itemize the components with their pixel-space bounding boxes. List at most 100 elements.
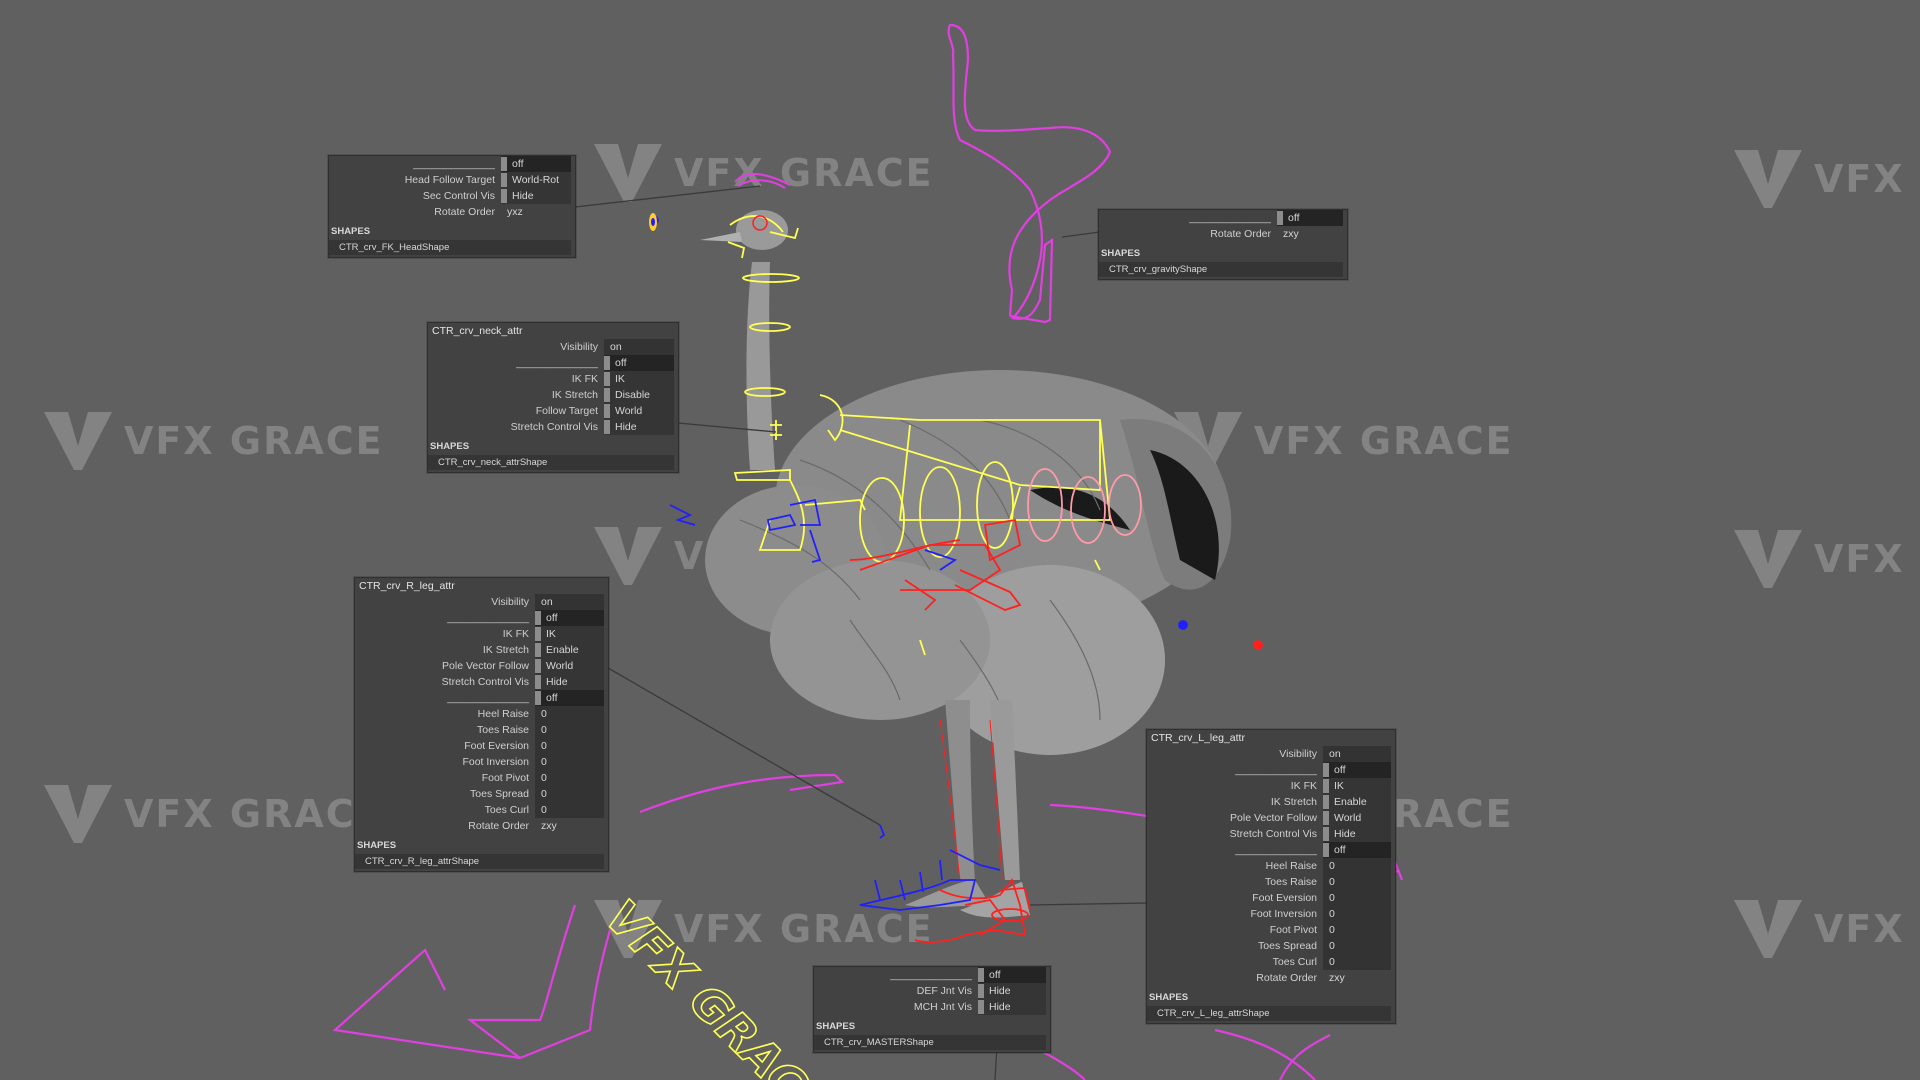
attribute-value-field[interactable]: 0: [535, 770, 604, 786]
left-leg-rig[interactable]: [651, 216, 1188, 911]
attribute-value-field[interactable]: Enable: [535, 642, 604, 658]
attribute-value-field[interactable]: World: [604, 403, 674, 419]
attribute-value-field[interactable]: zxy: [535, 818, 604, 834]
eye-target-control[interactable]: [649, 213, 657, 231]
attribute-row[interactable]: ______________off: [355, 690, 608, 706]
attribute-value-field[interactable]: Hide: [978, 983, 1046, 999]
attribute-value-field[interactable]: Enable: [1323, 794, 1391, 810]
attribute-row[interactable]: ______________off: [355, 610, 608, 626]
attribute-value-field[interactable]: off: [1323, 762, 1391, 778]
attribute-value-field[interactable]: off: [501, 156, 571, 172]
attribute-value-field[interactable]: IK: [1323, 778, 1391, 794]
attribute-value-field[interactable]: 0: [535, 722, 604, 738]
attribute-value-field[interactable]: 0: [535, 754, 604, 770]
attribute-value-field[interactable]: 0: [535, 786, 604, 802]
attribute-value-field[interactable]: on: [1323, 746, 1391, 762]
attribute-value-field[interactable]: 0: [1323, 938, 1391, 954]
attribute-value-field[interactable]: zxy: [1323, 970, 1391, 986]
attribute-value-field[interactable]: 0: [535, 738, 604, 754]
attribute-value-field[interactable]: on: [604, 339, 674, 355]
attribute-value-field[interactable]: off: [604, 355, 674, 371]
shape-node-name[interactable]: CTR_crv_R_leg_attrShape: [355, 854, 604, 869]
attribute-value-field[interactable]: 0: [1323, 954, 1391, 970]
spine-ik-controls[interactable]: [727, 215, 1111, 656]
head-controls[interactable]: [734, 173, 791, 189]
attribute-value-field[interactable]: World-Rot: [501, 172, 571, 188]
tail-controls[interactable]: [1027, 468, 1142, 544]
attribute-value-field[interactable]: 0: [535, 706, 604, 722]
attribute-value-field[interactable]: 0: [1323, 906, 1391, 922]
attribute-row[interactable]: ______________off: [1147, 842, 1395, 858]
attribute-row[interactable]: ______________off: [814, 967, 1050, 983]
attribute-row[interactable]: ______________off: [1099, 210, 1347, 226]
attribute-value-field[interactable]: zxy: [1277, 226, 1343, 242]
attribute-value-field[interactable]: 0: [1323, 922, 1391, 938]
attribute-value-field[interactable]: Disable: [604, 387, 674, 403]
attribute-value-field[interactable]: off: [1323, 842, 1391, 858]
attribute-row[interactable]: ______________off: [428, 355, 678, 371]
attribute-value-field[interactable]: yxz: [501, 204, 571, 220]
attribute-value-field[interactable]: World: [535, 658, 604, 674]
shape-node-name[interactable]: CTR_crv_MASTERShape: [814, 1035, 1046, 1050]
attribute-value-field[interactable]: on: [535, 594, 604, 610]
attribute-value-field[interactable]: off: [1277, 210, 1343, 226]
attribute-value-field[interactable]: 0: [1323, 890, 1391, 906]
attribute-value-field[interactable]: off: [535, 610, 604, 626]
attribute-value-field[interactable]: 0: [1323, 874, 1391, 890]
attribute-value-field[interactable]: World: [1323, 810, 1391, 826]
attribute-value-field[interactable]: Hide: [604, 419, 674, 435]
shape-node-name[interactable]: CTR_crv_neck_attrShape: [428, 455, 674, 470]
attribute-value-field[interactable]: Hide: [978, 999, 1046, 1015]
attribute-value-field[interactable]: IK: [535, 626, 604, 642]
attribute-value-field[interactable]: Hide: [535, 674, 604, 690]
gravity-control-curve[interactable]: [947, 23, 1112, 324]
shape-node-name[interactable]: CTR_crv_FK_HeadShape: [329, 240, 571, 255]
attribute-value-field[interactable]: 0: [1323, 858, 1391, 874]
shape-node-name[interactable]: CTR_crv_gravityShape: [1099, 262, 1343, 277]
attribute-value-field[interactable]: 0: [535, 802, 604, 818]
attribute-row[interactable]: ______________off: [1147, 762, 1395, 778]
right-leg-rig[interactable]: [849, 518, 1263, 943]
